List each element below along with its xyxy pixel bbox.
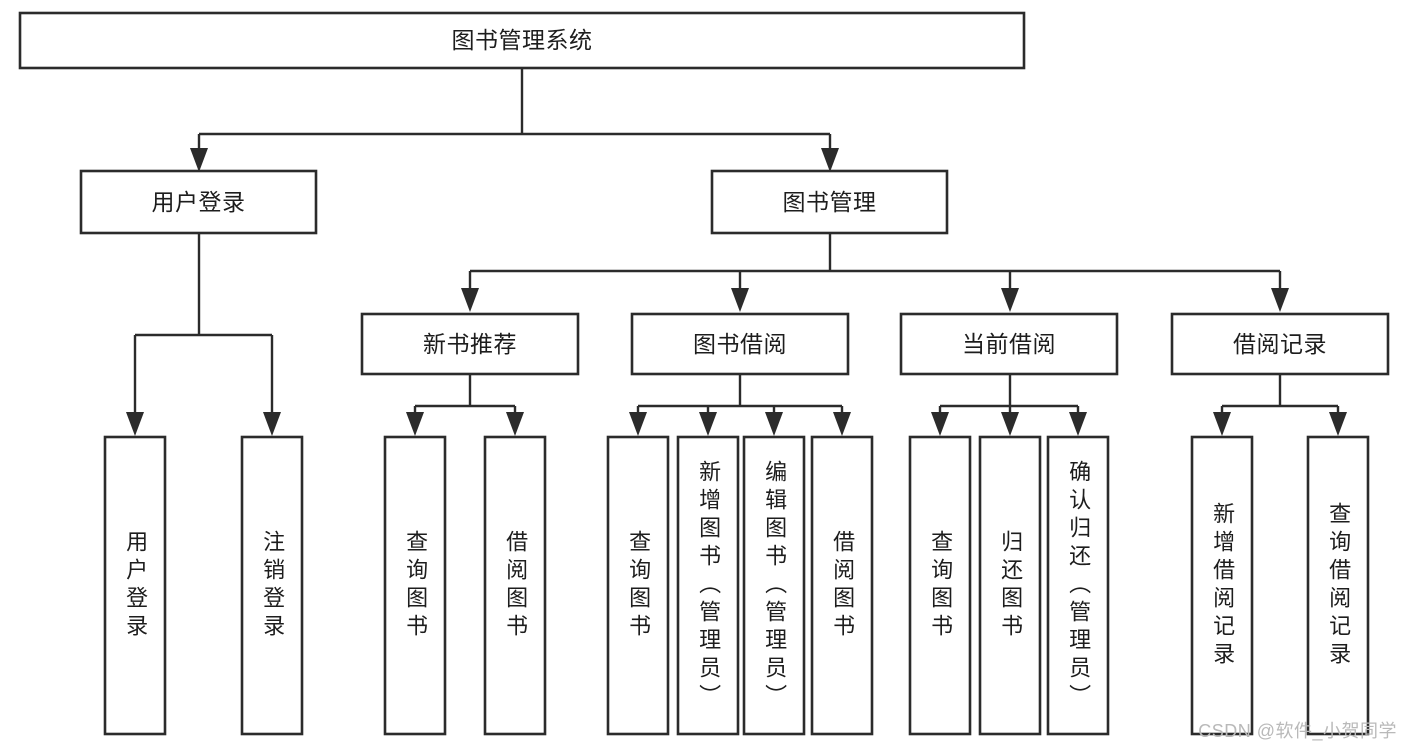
connector-root-to-level2 — [197, 68, 832, 155]
connector-new-book-recommend-to-leaves — [413, 374, 517, 419]
arrow-head-bb-leaf-2 — [699, 412, 717, 436]
node-box-leaf-borrow-book-bb[interactable] — [810, 435, 874, 736]
node-box-current-borrow[interactable] — [899, 312, 1119, 376]
arrow-head-cb-leaf-2 — [1001, 412, 1019, 436]
node-box-user-login[interactable] — [79, 169, 318, 235]
node-box-leaf-add-book-bb[interactable] — [676, 435, 740, 736]
arrow-head-to-current-borrow — [1001, 288, 1019, 312]
connector-book-borrow-to-leaves — [636, 374, 844, 419]
node-box-leaf-add-record-br[interactable] — [1190, 435, 1254, 736]
node-box-leaf-return-book-cb[interactable] — [978, 435, 1042, 736]
node-box-leaf-query-book-bb[interactable] — [606, 435, 670, 736]
arrow-head-to-borrow-record — [1271, 288, 1289, 312]
node-box-borrow-record[interactable] — [1170, 312, 1390, 376]
node-box-leaf-query-record-br[interactable] — [1306, 435, 1370, 736]
arrow-head-br-leaf-2 — [1329, 412, 1347, 436]
node-box-leaf-query-book-nbr[interactable] — [383, 435, 447, 736]
connector-borrow-record-to-leaves — [1220, 374, 1340, 419]
arrow-head-br-leaf-1 — [1213, 412, 1231, 436]
arrow-head-bb-leaf-1 — [629, 412, 647, 436]
node-box-leaf-logout[interactable] — [240, 435, 304, 736]
node-box-leaf-query-book-cb[interactable] — [908, 435, 972, 736]
node-box-book-management[interactable] — [710, 169, 949, 235]
node-box-leaf-confirm-return-cb[interactable] — [1046, 435, 1110, 736]
node-box-root[interactable] — [18, 11, 1026, 70]
connector-user-login-to-leaves — [133, 233, 274, 419]
arrow-head-to-new-book-recommend — [461, 288, 479, 312]
connector-book-management-to-level3 — [468, 233, 1282, 295]
node-box-new-book-recommend[interactable] — [360, 312, 580, 376]
arrow-head-to-book-management — [821, 148, 839, 172]
node-box-leaf-edit-book-bb[interactable] — [742, 435, 806, 736]
node-box-book-borrow[interactable] — [630, 312, 850, 376]
arrow-head-cb-leaf-1 — [931, 412, 949, 436]
node-box-leaf-user-login[interactable] — [103, 435, 167, 736]
arrow-head-to-book-borrow — [731, 288, 749, 312]
arrow-head-bb-leaf-4 — [833, 412, 851, 436]
arrow-head-to-logout-leaf — [263, 412, 281, 436]
arrow-head-nbr-leaf-2 — [506, 412, 524, 436]
arrow-head-cb-leaf-3 — [1069, 412, 1087, 436]
arrow-head-to-user-login-leaf — [126, 412, 144, 436]
arrow-head-bb-leaf-3 — [765, 412, 783, 436]
arrow-head-to-user-login — [190, 148, 208, 172]
node-box-leaf-borrow-book-nbr[interactable] — [483, 435, 547, 736]
arrow-head-nbr-leaf-1 — [406, 412, 424, 436]
